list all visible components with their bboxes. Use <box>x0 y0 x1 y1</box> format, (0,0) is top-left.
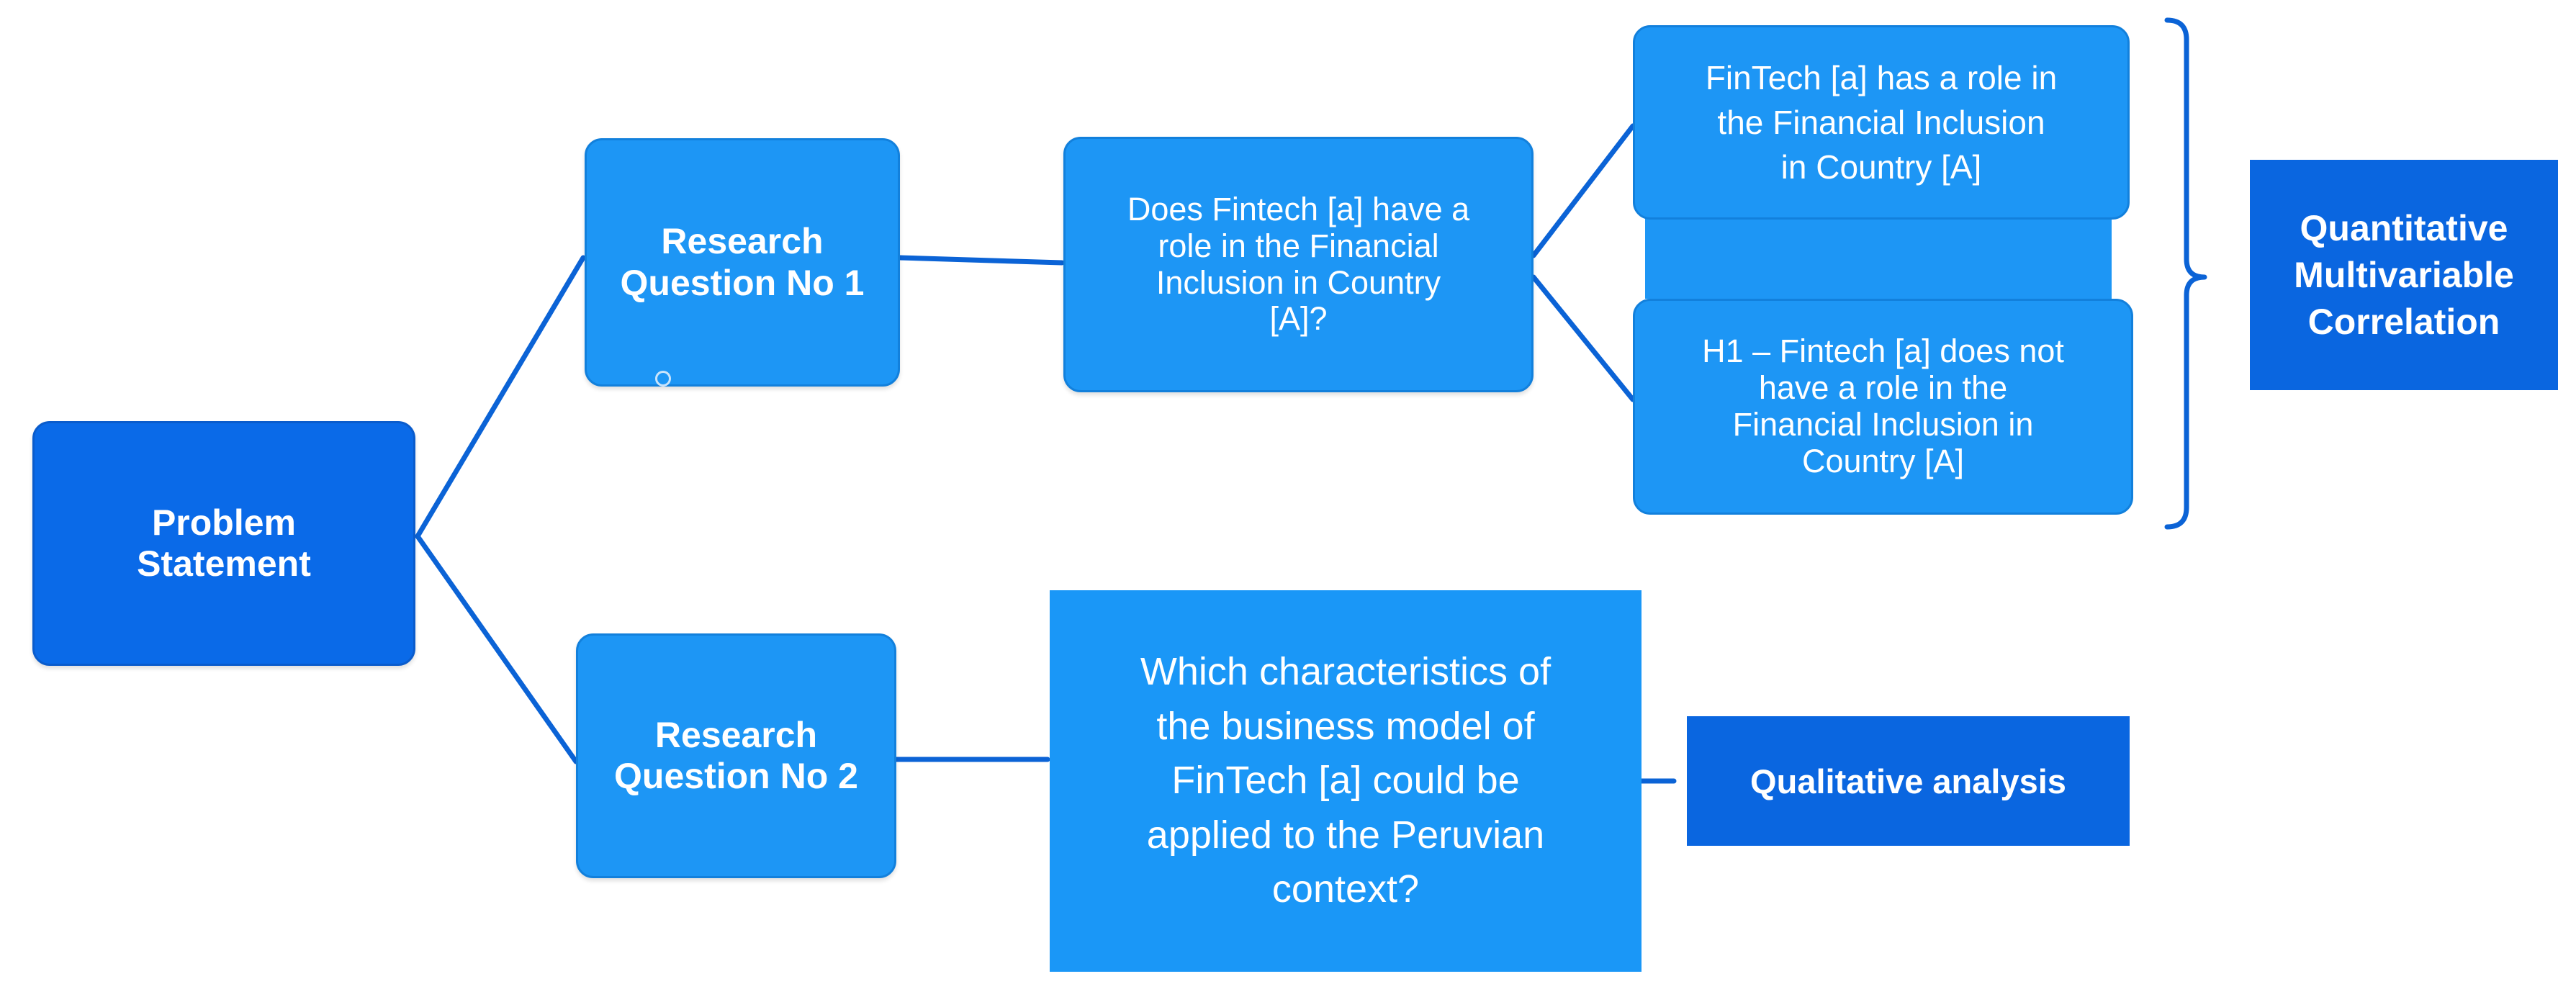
circle-marker <box>655 371 671 387</box>
hypothesis-0-backplate <box>1645 209 2112 299</box>
connector-q1-to-h0 <box>1531 123 1636 258</box>
hypothesis-1-box: H1 – Fintech [a] does not have a role in… <box>1633 299 2133 515</box>
qualitative-method-box: Qualitative analysis <box>1687 716 2130 846</box>
research-question-1-box: Research Question No 1 <box>585 138 900 387</box>
bracket <box>2164 17 2207 530</box>
research-question-2-box: Research Question No 2 <box>576 633 896 878</box>
connector-rq1-to-q1 <box>897 255 1065 266</box>
connector-problem-to-rq2 <box>415 533 579 764</box>
connector-q1-to-h1 <box>1531 274 1636 402</box>
connector-problem-to-rq1 <box>415 255 586 539</box>
problem-statement-box: Problem Statement <box>32 421 415 666</box>
hypothesis-0-box: FinTech [a] has a role in the Financial … <box>1633 25 2130 220</box>
quantitative-method-box: Quantitative Multivariable Correlation <box>2250 160 2558 390</box>
question-1-box: Does Fintech [a] have a role in the Fina… <box>1063 137 1534 392</box>
question-2-box: Which characteristics of the business mo… <box>1050 590 1641 972</box>
